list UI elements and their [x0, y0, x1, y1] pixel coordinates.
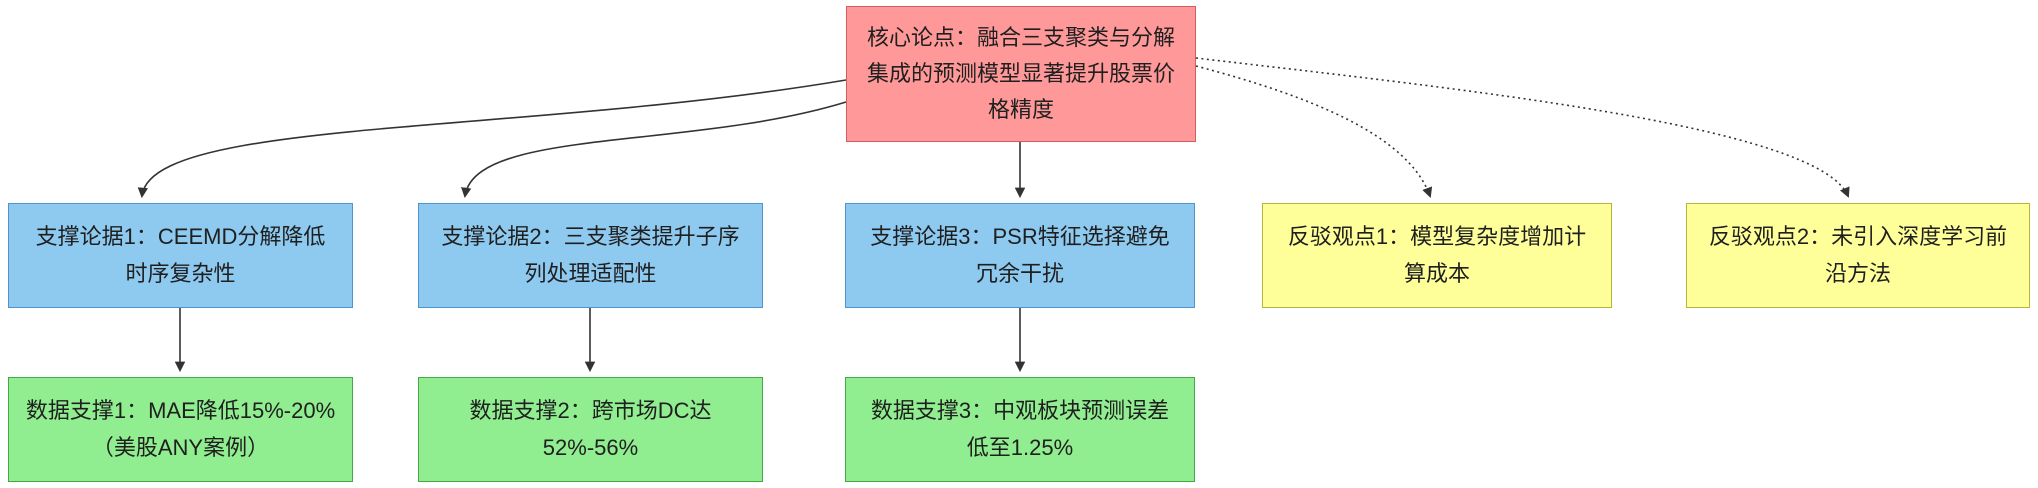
rebuttal-node-2: 反驳观点2：未引入深度学习前沿方法 — [1686, 203, 2030, 308]
edge-core-to-rebuttal-1 — [1195, 65, 1433, 198]
edge-core-to-rebuttal-2 — [1195, 57, 1850, 198]
support-node-3: 支撑论据3：PSR特征选择避免冗余干扰 — [845, 203, 1195, 308]
evidence-node-2: 数据支撑2：跨市场DC达52%-56% — [418, 377, 763, 482]
rebuttal-node-1: 反驳观点1：模型复杂度增加计算成本 — [1262, 203, 1612, 308]
support-node-1: 支撑论据1：CEEMD分解降低时序复杂性 — [8, 203, 353, 308]
edge-core-to-support-2 — [461, 101, 847, 199]
core-claim-node: 核心论点：融合三支聚类与分解集成的预测模型显著提升股票价格精度 — [846, 6, 1196, 142]
edge-core-to-support-1 — [137, 79, 847, 199]
support-node-2: 支撑论据2：三支聚类提升子序列处理适配性 — [418, 203, 763, 308]
evidence-node-1: 数据支撑1：MAE降低15%-20%（美股ANY案例） — [8, 377, 353, 482]
evidence-node-3: 数据支撑3：中观板块预测误差低至1.25% — [845, 377, 1195, 482]
